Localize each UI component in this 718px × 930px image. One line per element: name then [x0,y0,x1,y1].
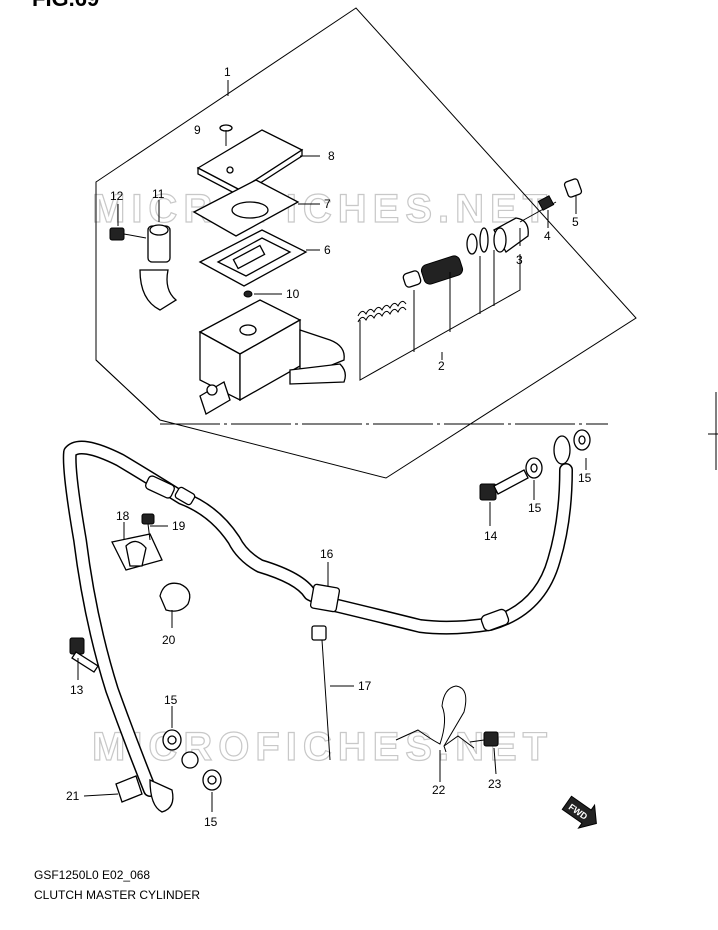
watermark-bottom: MICROFICHES.NET [92,725,553,769]
wire-bracket[interactable] [395,685,475,753]
callout-18: 18 [116,509,130,523]
dust-boot[interactable] [493,217,529,253]
diaphragm[interactable] [198,229,308,287]
callout-15c: 15 [164,693,178,707]
hose-clip[interactable] [159,582,191,612]
hose-clip-lower[interactable] [115,775,143,803]
bracket-mount-bolt[interactable] [469,731,499,747]
hose-clamp[interactable] [309,583,341,613]
hose-bracket[interactable] [111,533,163,571]
callout-16: 16 [320,547,334,561]
washer-15d[interactable] [202,769,222,791]
clutch-hose[interactable] [62,435,573,813]
clamp-bolt[interactable] [109,227,147,241]
washer-15c[interactable] [162,729,182,751]
callout-19: 19 [172,519,186,533]
callout-15d: 15 [204,815,218,829]
small-screw[interactable] [243,290,253,298]
callout-22: 22 [432,783,446,797]
callout-10: 10 [286,287,300,301]
bracket-bolt[interactable] [141,513,155,541]
callout-23: 23 [488,777,502,791]
handlebar-clamp[interactable] [139,224,178,311]
callout-14: 14 [484,529,498,543]
callout-17: 17 [358,679,372,693]
watermark-top: MICROFICHES.NET [92,187,553,231]
diaphragm-plate[interactable] [192,179,300,237]
push-rod-end[interactable] [563,178,583,198]
washer-15b[interactable] [573,429,591,451]
diagram-title: CLUTCH MASTER CYLINDER [34,888,201,902]
callout-9: 9 [194,123,201,137]
union-bolt-right[interactable] [479,469,529,501]
piston-spring[interactable] [357,300,407,323]
callout-15a: 15 [578,471,592,485]
callout-12: 12 [110,189,124,203]
forward-arrow-icon: FWD [561,795,597,829]
callout-3: 3 [516,253,523,267]
master-cylinder-body[interactable] [198,299,346,415]
callout-2: 2 [438,359,445,373]
callout-15b: 15 [528,501,542,515]
cable-tie[interactable] [311,625,331,761]
callout-11: 11 [152,187,165,201]
callout-8: 8 [328,149,335,163]
push-rod[interactable] [519,195,557,223]
callout-21: 21 [66,789,80,803]
callout-1: 1 [224,65,231,79]
piston[interactable] [402,227,489,288]
cap-screw[interactable] [219,124,233,146]
callout-6: 6 [324,243,331,257]
assembly-boundary [95,7,637,479]
diagram-code: GSF1250L0 E02_068 [34,868,151,882]
callout-13: 13 [70,683,84,697]
union-bolt-left[interactable] [69,637,99,673]
figure-label: FIG.69 [32,0,99,11]
callout-5: 5 [572,215,579,229]
washer-15a[interactable] [525,457,543,479]
callout-7: 7 [324,197,331,211]
callout-20: 20 [162,633,176,647]
callout-4: 4 [544,229,551,243]
